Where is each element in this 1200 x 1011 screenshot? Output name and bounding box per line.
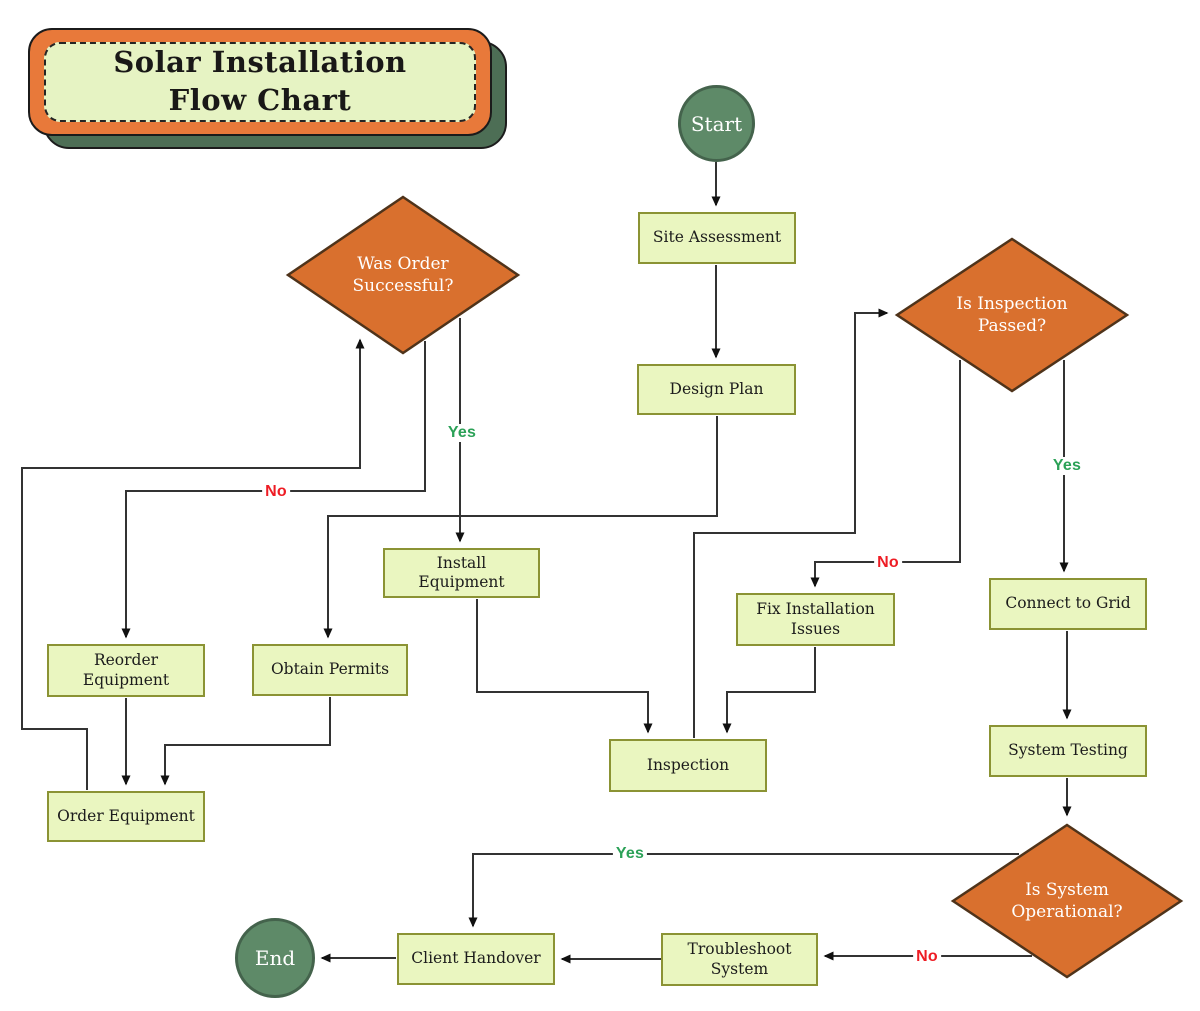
node-end-label: End [254, 946, 296, 970]
title-line-1: Solar Installation [113, 45, 407, 80]
node-order-equipment-label: Order Equipment [57, 806, 195, 825]
node-fix-installation-issues: Fix Installation Issues [736, 593, 895, 646]
node-is-inspection-passed-label: Is Inspection Passed? [956, 293, 1068, 336]
edge-label-inspection-yes: Yes [1049, 457, 1085, 475]
node-connect-to-grid-label: Connect to Grid [1005, 594, 1131, 613]
edge-label-operational-no: No [913, 948, 941, 966]
node-troubleshoot-system-label: Troubleshoot System [687, 940, 792, 978]
node-reorder-equipment: Reorder Equipment [47, 644, 205, 697]
edge-label-inspection-no: No [874, 554, 902, 572]
node-client-handover: Client Handover [397, 933, 555, 985]
node-design-plan: Design Plan [637, 364, 796, 415]
node-connect-to-grid: Connect to Grid [989, 578, 1147, 630]
node-design-plan-label: Design Plan [669, 379, 764, 398]
diamond-shape [894, 237, 1130, 393]
node-is-system-operational-label: Is System Operational? [1011, 879, 1123, 922]
node-was-order-successful-label: Was Order Successful? [352, 253, 454, 296]
diamond-shape [285, 195, 521, 355]
node-system-testing-label: System Testing [1008, 741, 1128, 760]
node-inspection-label: Inspection [646, 755, 730, 774]
node-site-assessment-label: Site Assessment [652, 228, 782, 247]
node-obtain-permits-label: Obtain Permits [270, 660, 390, 679]
node-end: End [235, 918, 315, 998]
node-is-system-operational: Is System Operational? [950, 822, 1184, 980]
node-start-label: Start [690, 111, 743, 136]
node-client-handover-label: Client Handover [411, 949, 541, 968]
node-fix-installation-issues-label: Fix Installation Issues [756, 600, 875, 638]
node-reorder-equipment-label: Reorder Equipment [82, 651, 170, 689]
node-obtain-permits: Obtain Permits [252, 644, 408, 696]
node-troubleshoot-system: Troubleshoot System [661, 933, 818, 986]
node-install-equipment-label: Install Equipment [418, 553, 505, 591]
node-is-inspection-passed: Is Inspection Passed? [894, 236, 1130, 394]
node-start: Start [678, 85, 755, 162]
chart-title-plaque: Solar Installation Flow Chart [28, 28, 507, 149]
node-site-assessment: Site Assessment [638, 212, 796, 264]
node-inspection: Inspection [609, 739, 767, 792]
title-line-2: Flow Chart [168, 83, 352, 117]
edge-label-operational-yes: Yes [612, 845, 648, 863]
node-install-equipment: Install Equipment [383, 548, 540, 598]
edge-label-order-no: No [262, 483, 290, 501]
title-frame: Solar Installation Flow Chart [28, 28, 492, 136]
node-was-order-successful: Was Order Successful? [285, 194, 521, 356]
node-system-testing: System Testing [989, 725, 1147, 777]
title-panel: Solar Installation Flow Chart [44, 42, 476, 122]
edge-label-order-yes: Yes [444, 424, 480, 442]
node-order-equipment: Order Equipment [47, 791, 205, 842]
diamond-shape [950, 823, 1184, 979]
